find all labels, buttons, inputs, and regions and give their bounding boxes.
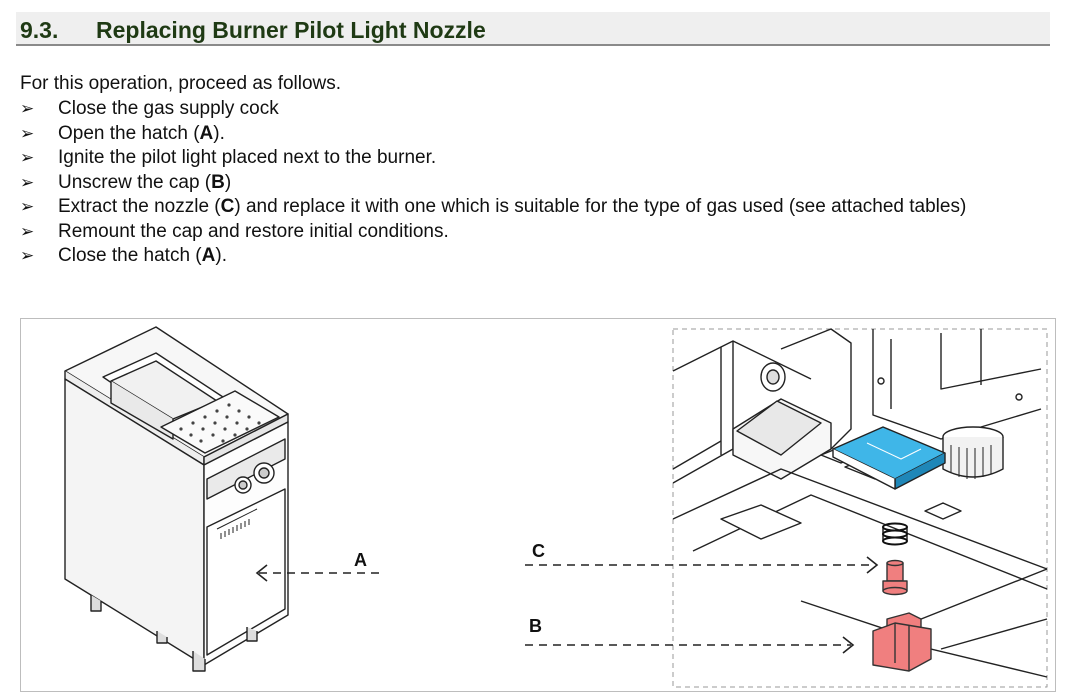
step-item: ➢Extract the nozzle (C) and replace it w… [20,195,1047,220]
arrow-bullet-icon: ➢ [20,197,35,216]
arrow-bullet-icon: ➢ [20,99,35,118]
illustration-frame: A C B [20,318,1056,692]
step-item: ➢Ignite the pilot light placed next to t… [20,146,1047,171]
burner-detail-drawing [672,328,1048,688]
section-number: 9.3. [20,17,59,43]
arrow-bullet-icon: ➢ [20,123,35,143]
arrow-a-head-icon [255,564,268,582]
nozzle-c-drawing [882,559,908,596]
illustration: A C B [64,326,1048,688]
procedure-steps: ➢Close the gas supply cock ➢Open the hat… [20,97,1047,269]
step-item: ➢Close the gas supply cock [20,97,1047,122]
step-item: ➢Close the hatch (A). [20,244,1047,269]
spring-drawing [882,522,908,546]
step-item: ➢Unscrew the cap (B) [20,171,1047,196]
callout-b: B [529,616,542,636]
arrow-b-head-icon [842,636,855,654]
section-title: Replacing Burner Pilot Light Nozzle [96,17,486,43]
callout-a: A [354,550,367,570]
section-heading: 9.3. Replacing Burner Pilot Light Nozzle [16,12,1050,46]
arrow-bullet-icon: ➢ [20,246,35,265]
appliance-drawing [64,326,289,672]
arrow-bullet-icon: ➢ [20,172,35,192]
basket-perforation [179,403,261,443]
intro-text: For this operation, proceed as follows. [20,73,342,94]
arrow-bullet-icon: ➢ [20,221,35,241]
step-item: ➢Remount the cap and restore initial con… [20,220,1047,245]
cap-b-drawing [872,612,932,672]
callout-arrows [255,556,879,654]
arrow-c-head-icon [866,556,879,574]
arrow-bullet-icon: ➢ [20,148,35,167]
callout-c: C [532,541,545,561]
step-item: ➢Open the hatch (A). [20,122,1047,147]
